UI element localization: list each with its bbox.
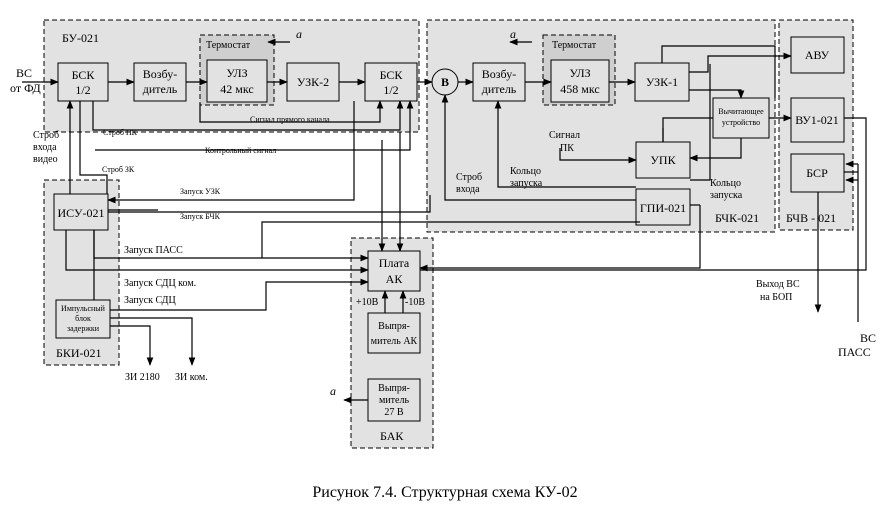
svg-text:Кольцо: Кольцо: [710, 178, 741, 189]
svg-text:ВУ1-021: ВУ1-021: [795, 113, 839, 127]
isu-block: ИСУ-021: [53, 193, 109, 231]
svg-text:БСК: БСК: [380, 68, 404, 82]
bsr-block: БСР: [790, 153, 845, 193]
svg-text:ПК: ПК: [560, 143, 574, 154]
group-bu021-label: БУ-021: [62, 31, 99, 45]
svg-text:запуска: запуска: [710, 190, 743, 201]
vozbuditel-1-block: Возбу- дитель: [133, 62, 187, 102]
group-bki021-label: БКИ-021: [56, 346, 102, 360]
svg-text:Плата: Плата: [379, 256, 410, 270]
svg-text:Запуск СДЦ ком.: Запуск СДЦ ком.: [124, 278, 196, 289]
ulz-42-block: УЛЗ 42 мкс: [206, 59, 268, 103]
bsk-2-block: БСК 1/2: [364, 62, 418, 102]
svg-text:дитель: дитель: [482, 82, 517, 96]
svg-text:В: В: [441, 75, 449, 89]
svg-text:УЛЗ: УЛЗ: [226, 66, 247, 80]
signal-labels: ВС от ФД a a a Строб входа видео Строб П…: [10, 27, 876, 398]
svg-text:Сигнал прямого канала: Сигнал прямого канала: [250, 115, 330, 124]
svg-text:УЛЗ: УЛЗ: [569, 66, 590, 80]
svg-text:Кольцо: Кольцо: [510, 166, 541, 177]
svg-text:Выпря-: Выпря-: [378, 383, 410, 394]
a-label-2: a: [510, 27, 516, 41]
svg-text:Строб: Строб: [33, 130, 59, 141]
v-node: В: [431, 68, 459, 96]
svg-text:Запуск БЧК: Запуск БЧК: [180, 212, 221, 221]
svg-text:Выпря-: Выпря-: [378, 321, 410, 332]
thermostat-1-label: Термостат: [206, 40, 251, 51]
svg-text:Выход ВС: Выход ВС: [756, 279, 800, 290]
svg-text:Строб: Строб: [456, 172, 482, 183]
svg-text:Запуск ПАСС: Запуск ПАСС: [124, 245, 183, 256]
svg-text:АК: АК: [386, 272, 404, 286]
svg-text:+10В: +10В: [356, 297, 379, 308]
svg-text:дитель: дитель: [143, 82, 178, 96]
group-bchv021-label: БЧВ - 021: [786, 211, 836, 225]
vychitayushchee-block: Вычитающее устройство: [712, 97, 770, 139]
impulse-delay-block: Импульсный блок задержки: [55, 299, 111, 339]
figure-caption: Рисунок 7.4. Структурная схема КУ-02: [312, 484, 577, 501]
svg-text:Строб ПК: Строб ПК: [103, 128, 138, 137]
svg-text:устройство: устройство: [722, 118, 760, 127]
svg-text:ВС: ВС: [860, 331, 876, 345]
svg-text:ЗИ 2180: ЗИ 2180: [125, 372, 160, 383]
svg-text:27 В: 27 В: [384, 407, 404, 418]
svg-text:Контрольный сигнал: Контрольный сигнал: [205, 146, 276, 155]
svg-text:блок: блок: [75, 314, 91, 323]
svg-text:Строб ЗК: Строб ЗК: [102, 165, 135, 174]
svg-text:Сигнал: Сигнал: [549, 130, 580, 141]
svg-text:42 мкс: 42 мкс: [220, 82, 253, 96]
ulz-458-block: УЛЗ 458 мкс: [550, 59, 610, 103]
uzk1-block: УЗК-1: [634, 62, 690, 102]
svg-text:ЗИ ком.: ЗИ ком.: [175, 372, 208, 383]
svg-text:АВУ: АВУ: [805, 48, 830, 62]
svg-text:митель АК: митель АК: [371, 336, 418, 347]
avu-block: АВУ: [790, 36, 845, 74]
upk-block: УПК: [635, 141, 691, 179]
svg-text:1/2: 1/2: [75, 83, 90, 97]
svg-text:458 мкс: 458 мкс: [560, 82, 599, 96]
svg-text:1/2: 1/2: [383, 83, 398, 97]
gpi-block: ГПИ-021: [635, 188, 691, 226]
svg-text:Импульсный: Импульсный: [61, 304, 106, 313]
svg-text:ГПИ-021: ГПИ-021: [640, 201, 686, 215]
svg-text:на БОП: на БОП: [760, 292, 792, 303]
svg-text:митель: митель: [379, 395, 409, 406]
svg-text:УЗК-2: УЗК-2: [297, 75, 329, 89]
vs-input-label-2: от ФД: [10, 81, 41, 95]
svg-text:входа: входа: [456, 184, 480, 195]
vypryamitel-ak-block: Выпря- митель АК: [367, 312, 421, 354]
svg-text:Запуск СДЦ: Запуск СДЦ: [124, 295, 176, 306]
thermostat-2-label: Термостат: [552, 40, 597, 51]
vs-input-label: ВС: [16, 66, 32, 80]
svg-text:ПАСС: ПАСС: [838, 345, 871, 359]
vozbuditel-2-block: Возбу- дитель: [472, 62, 526, 102]
svg-text:запуска: запуска: [510, 178, 543, 189]
a-label-3: a: [330, 384, 336, 398]
svg-text:видео: видео: [33, 154, 58, 165]
svg-text:БСК: БСК: [72, 68, 96, 82]
svg-text:УЗК-1: УЗК-1: [646, 75, 678, 89]
group-bchk021-label: БЧК-021: [715, 211, 759, 225]
svg-text:Вычитающее: Вычитающее: [718, 107, 764, 116]
vypryamitel-27v-block: Выпря- митель 27 В: [367, 378, 421, 422]
vu1-block: ВУ1-021: [790, 97, 845, 143]
a-label-1: a: [296, 27, 302, 41]
svg-text:задержки: задержки: [67, 324, 100, 333]
svg-text:Возбу-: Возбу-: [143, 67, 177, 81]
svg-text:входа: входа: [33, 142, 57, 153]
plata-ak-block: Плата АК: [367, 250, 421, 292]
svg-text:-10В: -10В: [405, 297, 425, 308]
bsk-1-block: БСК 1/2: [57, 62, 109, 102]
svg-text:УПК: УПК: [650, 153, 676, 167]
uzk2-block: УЗК-2: [286, 62, 340, 102]
svg-text:Возбу-: Возбу-: [482, 67, 516, 81]
svg-text:БСР: БСР: [806, 166, 828, 180]
group-bak-label: БАК: [380, 429, 404, 443]
svg-text:Запуск УЗК: Запуск УЗК: [180, 187, 221, 196]
connections: [22, 38, 867, 404]
svg-text:ИСУ-021: ИСУ-021: [57, 206, 104, 220]
